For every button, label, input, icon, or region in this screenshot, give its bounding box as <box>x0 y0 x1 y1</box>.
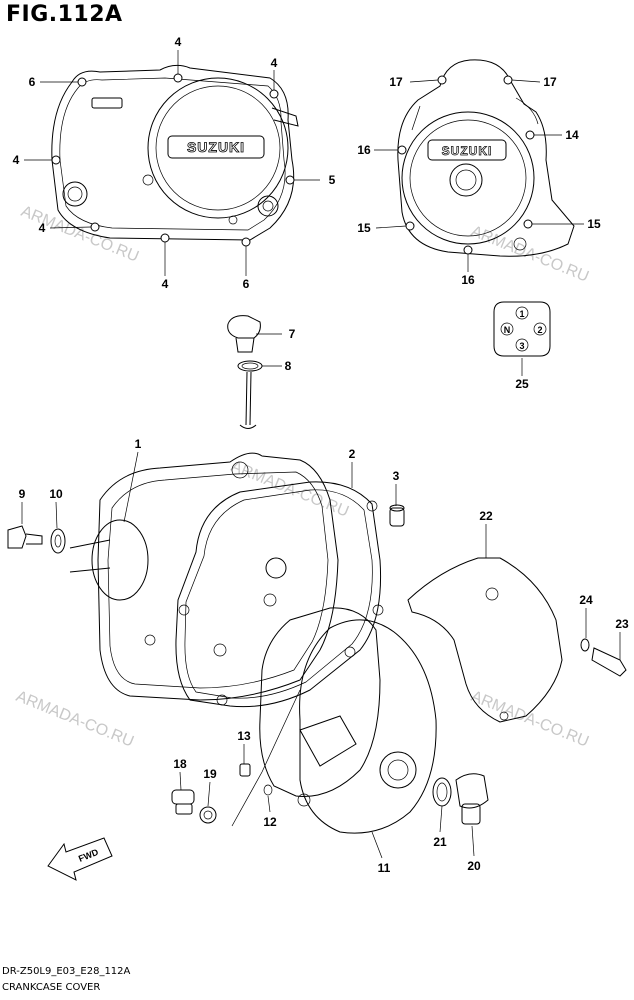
fwd-arrow: FWD <box>47 837 113 881</box>
diagram-caption: CRANKCASE COVER <box>2 982 101 993</box>
clutch-cover-part <box>69 452 339 701</box>
callout-9: 9 <box>19 487 26 501</box>
small-plugs <box>171 763 489 825</box>
callout-13: 13 <box>237 729 251 743</box>
suzuki-logo-left: SUZUKI <box>187 139 245 155</box>
callout-17b: 17 <box>543 75 557 89</box>
callout-16a: 16 <box>357 143 371 157</box>
callout-5: 5 <box>329 173 336 187</box>
callout-25: 25 <box>515 377 529 391</box>
callout-24: 24 <box>579 593 593 607</box>
callout-1: 1 <box>135 437 142 451</box>
callout-2: 2 <box>349 447 356 461</box>
watermarks: ARMADA-CO.RU ARMADA-CO.RU ARMADA-CO.RU A… <box>14 203 592 751</box>
callout-4e: 4 <box>162 277 169 291</box>
magneto-cover-part <box>259 607 437 834</box>
callout-19: 19 <box>203 767 217 781</box>
callout-4b: 4 <box>271 56 278 70</box>
dowel-pin <box>389 504 405 527</box>
watermark-5: ARMADA-CO.RU <box>469 688 592 751</box>
callout-18: 18 <box>173 757 187 771</box>
drain-bolt <box>7 525 66 554</box>
suzuki-logo-right: SUZUKI <box>442 144 493 158</box>
callout-4d: 4 <box>39 221 46 235</box>
callout-21: 21 <box>433 835 447 849</box>
callout-8: 8 <box>285 359 292 373</box>
callout-3: 3 <box>393 469 400 483</box>
watermark-4: ARMADA-CO.RU <box>14 688 137 751</box>
callout-11: 11 <box>378 861 391 875</box>
callout-4c: 4 <box>13 153 20 167</box>
callout-7: 7 <box>289 327 296 341</box>
watermark-2: ARMADA-CO.RU <box>469 223 592 286</box>
sprocket-cover <box>407 557 627 723</box>
callout-15b: 15 <box>587 217 601 231</box>
callout-6b: 6 <box>243 277 250 291</box>
callout-23: 23 <box>615 617 629 631</box>
watermark-1: ARMADA-CO.RU <box>19 203 142 266</box>
callout-22: 22 <box>479 509 493 523</box>
shift-indicator-n: N <box>504 325 511 335</box>
shift-indicator-1: 1 <box>519 309 524 319</box>
callout-6a: 6 <box>29 75 36 89</box>
shift-indicator-2: 2 <box>537 325 542 335</box>
fwd-label: FWD <box>77 847 100 864</box>
callout-17a: 17 <box>389 75 403 89</box>
callout-labels: 4 4 6 4 5 4 4 6 17 17 14 16 15 15 16 25 … <box>13 35 629 875</box>
magneto-cover-face-view: SUZUKI <box>397 59 575 257</box>
leader-lines <box>21 50 621 859</box>
callout-16b: 16 <box>461 273 475 287</box>
callout-10: 10 <box>49 487 63 501</box>
clutch-cover-face-view: SUZUKI <box>51 64 299 247</box>
callout-4a: 4 <box>175 35 182 49</box>
clutch-cover-gasket <box>175 481 384 708</box>
shift-indicator-3: 3 <box>519 341 524 351</box>
watermark-3: ARMADA-CO.RU <box>229 458 352 521</box>
oil-level-gauge <box>227 315 263 429</box>
callout-12: 12 <box>263 815 277 829</box>
shift-indicator: N 1 2 3 <box>493 301 551 357</box>
diagram-code: DR-Z50L9_E03_E28_112A <box>2 966 131 977</box>
page-title: FIG.112A <box>6 2 123 27</box>
callout-20: 20 <box>467 859 481 873</box>
callout-15a: 15 <box>357 221 371 235</box>
callout-14: 14 <box>565 128 579 142</box>
